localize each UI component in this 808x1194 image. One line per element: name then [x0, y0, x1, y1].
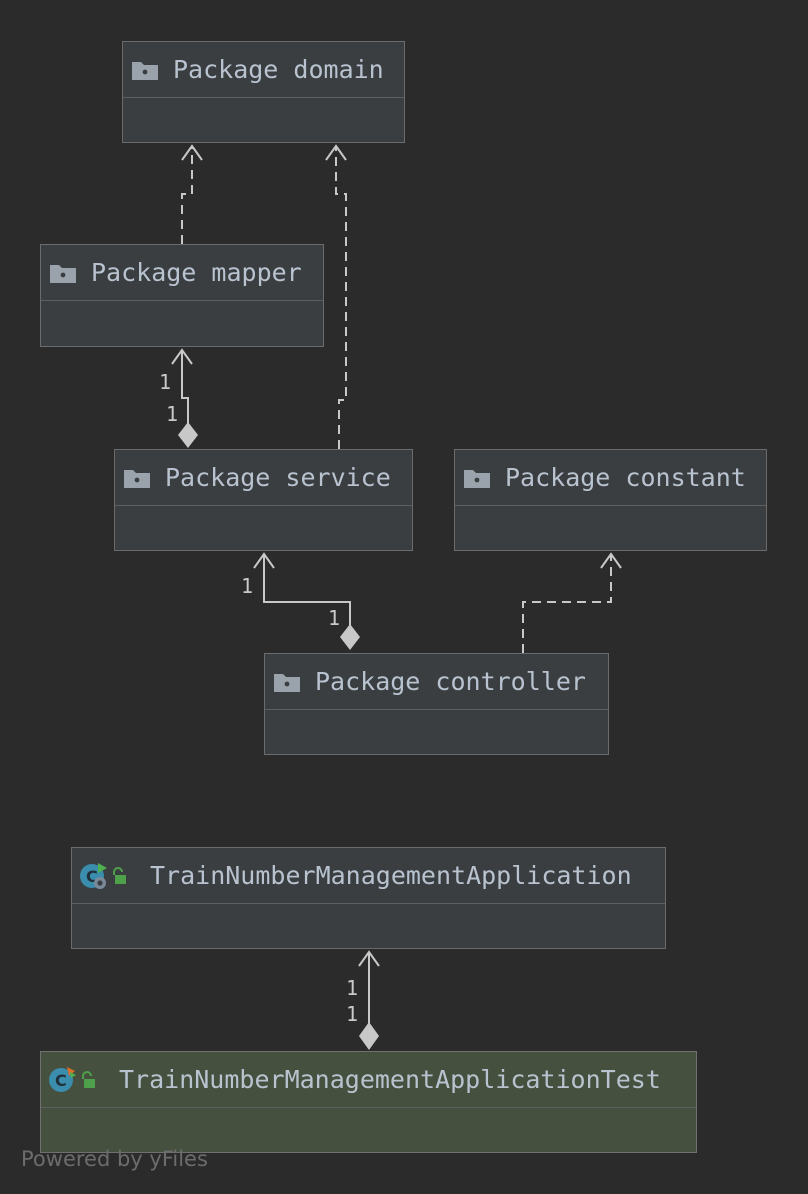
spring-boot-class-icon: C — [80, 862, 107, 889]
package-service-node[interactable]: Package service — [114, 449, 413, 551]
test-class-icon: C — [49, 1066, 76, 1092]
svg-text:C: C — [55, 1071, 67, 1090]
dependency-mapper-domain — [181, 146, 193, 244]
dependency-service-domain — [335, 146, 347, 449]
package-folder-icon — [50, 264, 76, 283]
diamond-controller-service — [340, 624, 360, 650]
package-folder-icon — [274, 673, 300, 692]
package-domain-label: Package domain — [173, 55, 384, 84]
class-test-node[interactable]: C TrainNumberManagementApplicationTest — [40, 1051, 697, 1153]
multiplicity-label: 1 — [241, 574, 254, 598]
svg-text:C: C — [86, 867, 98, 886]
unlock-icon — [82, 1070, 95, 1088]
class-test-label: TrainNumberManagementApplicationTest — [119, 1065, 661, 1094]
multiplicity-label: 1 — [328, 606, 341, 630]
composition-service-mapper — [181, 350, 189, 424]
multiplicity-label: 1 — [346, 976, 359, 1000]
arrowhead-controller-constant — [600, 552, 622, 569]
package-service-label: Package service — [165, 463, 391, 492]
arrowhead-service-domain — [325, 144, 347, 161]
arrowhead-service-mapper — [171, 348, 193, 365]
yfiles-watermark: Powered by yFiles — [21, 1147, 208, 1171]
package-folder-icon — [124, 469, 150, 488]
package-constant-node[interactable]: Package constant — [454, 449, 767, 551]
unlock-icon — [113, 866, 126, 884]
arrowhead-mapper-domain — [181, 144, 203, 161]
class-app-label: TrainNumberManagementApplication — [150, 861, 632, 890]
multiplicity-label: 1 — [166, 402, 179, 426]
arrowhead-controller-service — [253, 552, 275, 569]
package-controller-node[interactable]: Package controller — [264, 653, 609, 755]
arrowhead-test-app — [358, 950, 380, 967]
package-folder-icon — [132, 61, 158, 80]
class-app-node[interactable]: C TrainNumberManagementApplication — [71, 847, 666, 949]
package-mapper-label: Package mapper — [91, 258, 302, 287]
package-folder-icon — [464, 469, 490, 488]
diamond-service-mapper — [178, 422, 198, 448]
package-domain-node[interactable]: Package domain — [122, 41, 405, 143]
dependency-controller-constant — [522, 554, 612, 653]
multiplicity-label: 1 — [346, 1002, 359, 1026]
diamond-test-app — [359, 1022, 379, 1050]
package-mapper-node[interactable]: Package mapper — [40, 244, 324, 347]
multiplicity-label: 1 — [159, 370, 172, 394]
package-controller-label: Package controller — [315, 667, 586, 696]
composition-controller-service — [263, 554, 351, 626]
package-constant-label: Package constant — [505, 463, 746, 492]
